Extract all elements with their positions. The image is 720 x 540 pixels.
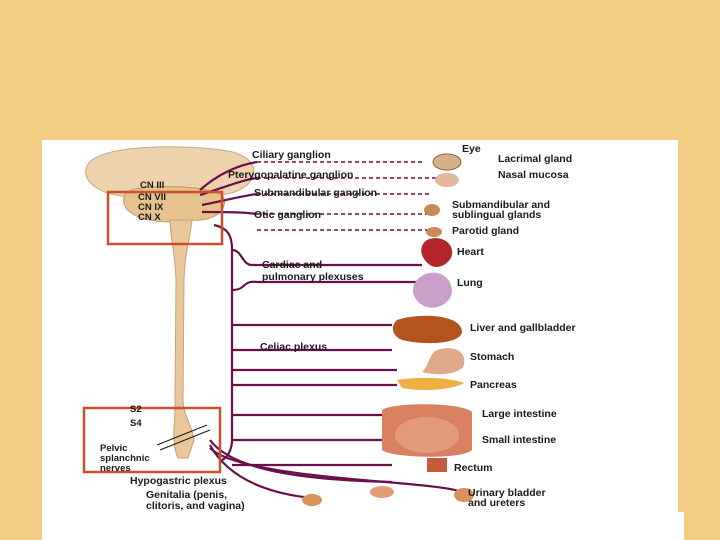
liver-label: Liver and gallbladder	[470, 322, 576, 334]
brainstem-highlight-box	[106, 190, 224, 246]
genital-shape	[302, 494, 322, 506]
heart-label: Heart	[457, 246, 484, 258]
ciliary-ganglion-label: Ciliary ganglion	[252, 149, 331, 161]
cn10-label: CN X	[138, 212, 161, 223]
pancreas-label: Pancreas	[470, 379, 517, 391]
gland-shape	[424, 204, 440, 216]
lung-label: Lung	[457, 277, 483, 289]
nasal-label: Nasal mucosa	[498, 169, 569, 181]
postganglionic-lines	[257, 161, 437, 231]
diagram-panel: CN III CN VII CN IX CN X Ciliary ganglio…	[42, 140, 678, 512]
urinary-label-1: Urinary bladder	[468, 487, 546, 499]
parotid-shape	[426, 227, 442, 237]
celiac-plexus-label: Celiac plexus	[260, 341, 327, 353]
pelvic-pointer-lines	[156, 424, 211, 451]
urinary-label-2: and ureters	[468, 497, 525, 509]
cn3-label: CN III	[140, 180, 164, 191]
eye-shape	[432, 153, 462, 171]
genitalia-label-2: clitoris, and vagina)	[146, 500, 245, 512]
genital-shape-2	[370, 486, 394, 498]
eye-label: Eye	[462, 143, 481, 155]
spinal-cord	[169, 219, 195, 459]
s2-label: S2	[130, 404, 142, 415]
parasympathetic-diagram: CN III CN VII CN IX CN X Ciliary ganglio…	[82, 143, 576, 512]
parotid-label: Parotid gland	[452, 225, 519, 237]
cardiac-plexus-label-1: Cardiac and	[262, 259, 322, 271]
rectum-shape	[427, 458, 447, 472]
pelvic-label-1: Pelvic	[100, 443, 127, 454]
submandibular-glands-label-2: sublingual glands	[452, 209, 541, 221]
stomach-label: Stomach	[470, 351, 514, 363]
bottom-strip	[42, 512, 684, 540]
lacrimal-label: Lacrimal gland	[498, 153, 572, 165]
heart-shape	[421, 238, 453, 267]
small-intestine-label: Small intestine	[482, 434, 556, 446]
bladder-shape	[454, 488, 474, 502]
nerve-trunks	[199, 160, 463, 500]
s4-label: S4	[130, 418, 142, 429]
genitalia-label-1: Genitalia (penis,	[146, 489, 227, 501]
rectum-label: Rectum	[454, 462, 493, 474]
brain-shape	[85, 146, 255, 198]
lung-shape	[412, 272, 452, 308]
otic-ganglion-label: Otic ganglion	[254, 209, 321, 221]
stomach-shape	[422, 348, 465, 375]
submandibular-ganglion-label: Submandibular ganglion	[254, 187, 377, 199]
pterygopalatine-ganglion-label: Pterygopalatine ganglion	[228, 169, 353, 181]
cardiac-plexus-label-2: pulmonary plexuses	[262, 271, 364, 283]
hypogastric-plexus-label: Hypogastric plexus	[130, 475, 227, 487]
nasal-shape	[435, 173, 459, 187]
submandibular-glands-label-1: Submandibular and	[452, 199, 550, 211]
pelvic-label-2: splanchnic	[100, 453, 150, 464]
liver-shape	[392, 315, 462, 344]
cn9-label: CN IX	[138, 202, 164, 213]
cn7-label: CN VII	[138, 192, 166, 203]
organ-illustrations	[302, 153, 474, 506]
pancreas-shape	[397, 377, 464, 391]
pelvic-label-3: nerves	[100, 463, 131, 474]
large-intestine-label: Large intestine	[482, 408, 557, 420]
sacral-highlight-box	[82, 406, 222, 474]
small-intestine-shape	[395, 417, 459, 453]
